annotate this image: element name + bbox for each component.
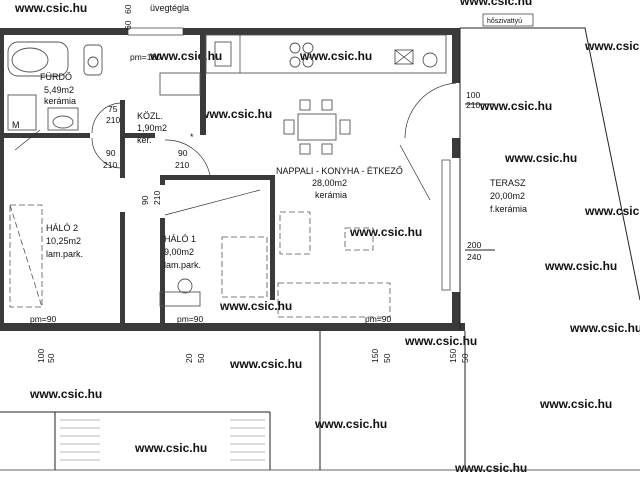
room-halo1-finish: lam.park.	[164, 260, 201, 270]
pm-90-right: pm=90	[365, 314, 391, 324]
door-90-210-vert-bottom: 210	[152, 191, 162, 205]
staircase	[0, 331, 640, 471]
glass-block-window	[127, 27, 184, 36]
room-terasz-name: TERASZ	[490, 178, 526, 188]
room-kozl-area: 1,90m2	[137, 123, 167, 133]
door-90-210-right-bottom: 210	[175, 160, 189, 170]
door-90-210-left-bottom: 210	[103, 160, 117, 170]
door-90-210-left-top: 90	[106, 148, 116, 158]
watermark: www.csic.hu	[454, 461, 527, 475]
watermark: www.csic.hu	[14, 1, 87, 15]
watermark: www.csic.hu	[569, 321, 640, 335]
svg-text:50: 50	[196, 353, 206, 363]
watermark: www.csic.hu	[479, 99, 552, 113]
door-90-210-vert-top: 90	[140, 195, 150, 205]
room-kozl-finish: ker.	[137, 135, 152, 145]
door-200-240-bottom: 240	[467, 252, 481, 262]
terrace	[459, 27, 640, 330]
door-90-210-right-top: 90	[178, 148, 188, 158]
room-furdo-area: 5,49m2	[44, 85, 74, 95]
room-kozl-name: KÖZL.	[137, 111, 163, 121]
door-swing	[91, 137, 123, 169]
glass-block-dim: 60	[123, 4, 133, 14]
room-halo1-area: 9,00m2	[164, 247, 194, 257]
room-furdo-finish: kerámia	[44, 96, 76, 106]
living-furniture	[277, 144, 431, 318]
watermark: www.csic.hu	[349, 225, 422, 239]
watermark: www.csic.hu	[539, 397, 612, 411]
door-100-210-top: 100	[466, 90, 480, 100]
pm-90-left: pm=90	[30, 314, 56, 324]
svg-text:150: 150	[448, 349, 458, 363]
room-nappali-name: NAPPALI - KONYHA - ÉTKEZŐ	[276, 166, 403, 176]
heat-pump-label: hőszivattyú	[487, 18, 522, 25]
room-halo2-name: HÁLÓ 2	[46, 223, 78, 233]
room-furdo-name: FÜRDŐ	[40, 72, 72, 82]
door-200-240-top: 200	[467, 240, 481, 250]
watermark: www.csic.hu	[504, 151, 577, 165]
svg-text:20: 20	[184, 353, 194, 363]
interior-walls	[0, 35, 275, 326]
watermark: www.csic.hu	[199, 107, 272, 121]
watermark: www.csic.hu	[299, 49, 372, 63]
watermark: www.csic.hu	[404, 334, 477, 348]
watermark-layer: www.csic.hu www.csic.hu www.csic.hu www.…	[14, 0, 640, 475]
room-halo2-finish: lam.park.	[46, 249, 83, 259]
svg-text:50: 50	[382, 353, 392, 363]
glass-block-label: üvegtégla	[150, 3, 189, 13]
room-halo1-name: HÁLÓ 1	[164, 234, 196, 244]
bed-halo2	[9, 204, 43, 308]
star-mark: *	[190, 132, 194, 142]
room-halo2-area: 10,25m2	[46, 236, 81, 246]
room-nappali-area: 28,00m2	[312, 178, 347, 188]
svg-text:150: 150	[370, 349, 380, 363]
door-75-210-bottom: 210	[106, 115, 120, 125]
watermark: www.csic.hu	[314, 417, 387, 431]
door-swing	[14, 129, 41, 151]
svg-text:50: 50	[46, 353, 56, 363]
kitchen-counter	[159, 34, 447, 96]
bed-halo1	[221, 236, 268, 298]
watermark: www.csic.hu	[229, 357, 302, 371]
door-swing	[164, 139, 211, 176]
pm-90-mid: pm=90	[177, 314, 203, 324]
watermark: www.csic.hu	[219, 299, 292, 313]
glass-block-dim: 60	[123, 20, 133, 30]
exterior-walls	[0, 28, 465, 331]
watermark: www.csic.hu	[29, 387, 102, 401]
watermark: www.csic.hu	[134, 441, 207, 455]
bathroom-fixtures: M	[7, 41, 103, 131]
desk	[159, 291, 201, 307]
room-nappali-finish: kerámia	[315, 190, 347, 200]
entry-door-swing	[404, 82, 457, 139]
door-swing	[91, 102, 123, 134]
watermark: www.csic.hu	[584, 39, 640, 53]
watermark: www.csic.hu	[544, 259, 617, 273]
terrace-door	[441, 159, 451, 291]
watermark: www.csic.hu	[584, 204, 640, 218]
pm-180-label: pm=180	[130, 52, 161, 62]
dining-table	[283, 99, 351, 155]
door-75-210-top: 75	[108, 104, 118, 114]
chair	[177, 278, 193, 294]
washing-machine-mark: M	[12, 120, 20, 130]
watermark: www.csic.hu	[459, 0, 532, 8]
door-100-210-bottom: 210	[466, 100, 480, 110]
heat-pump-box	[482, 13, 534, 27]
svg-text:100: 100	[36, 349, 46, 363]
room-terasz-finish: f.kerámia	[490, 204, 527, 214]
room-terasz-area: 20,00m2	[490, 191, 525, 201]
